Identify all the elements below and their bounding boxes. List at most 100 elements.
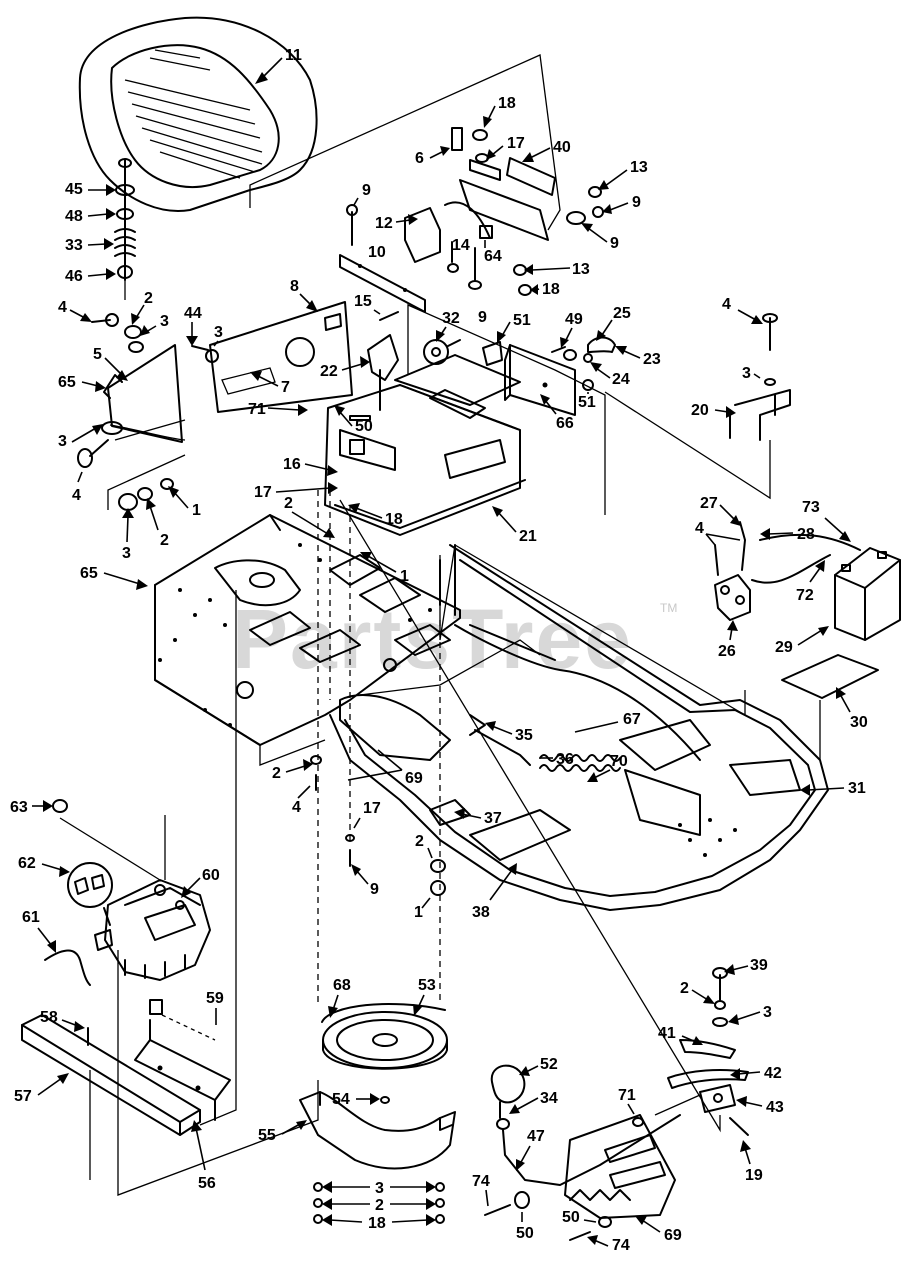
callout-label: 5 <box>93 346 102 363</box>
callout-34: 34 <box>509 1090 558 1114</box>
callout-19: 19 <box>740 1140 763 1184</box>
detail-62 <box>67 862 113 926</box>
callout-2: 2 <box>284 495 335 538</box>
callout-2: 2 <box>322 1197 436 1214</box>
callout-28: 28 <box>760 526 815 543</box>
callout-label: 15 <box>354 293 372 310</box>
callout-67: 67 <box>574 711 641 733</box>
callout-15: 15 <box>354 293 381 315</box>
bolt-39-head <box>712 967 728 979</box>
callout-6: 6 <box>415 146 450 167</box>
callout-61: 61 <box>22 909 56 953</box>
callout-45: 45 <box>65 181 116 198</box>
callout-60: 60 <box>181 867 220 898</box>
callout-57: 57 <box>14 1073 69 1105</box>
cable-73 <box>759 533 861 551</box>
callout-label: 26 <box>718 643 736 660</box>
callout-label: 68 <box>333 977 351 994</box>
callout-13: 13 <box>524 261 590 278</box>
callout-21: 21 <box>492 506 537 545</box>
callout-label: 22 <box>320 363 338 380</box>
callout-label: 2 <box>284 495 293 512</box>
hub-54 <box>380 1096 390 1104</box>
callout-label: 1 <box>192 502 201 519</box>
lever-47 <box>502 1114 681 1186</box>
bracket-43 <box>699 1084 736 1113</box>
bolt-74b <box>569 1231 591 1241</box>
callout-label: 69 <box>664 1227 682 1244</box>
callout-43: 43 <box>736 1096 784 1116</box>
callout-label: 17 <box>254 484 272 501</box>
callout-label: 65 <box>80 565 98 582</box>
callout-51: 51 <box>497 312 531 343</box>
callout-58: 58 <box>40 1009 85 1032</box>
callout-3: 3 <box>742 365 761 382</box>
hardware-upper <box>346 129 604 321</box>
callout-label: 25 <box>613 305 631 322</box>
callout-23: 23 <box>615 346 661 368</box>
fender-plate <box>209 301 353 413</box>
callout-label: 9 <box>362 182 371 199</box>
callout-label: 19 <box>745 1167 763 1184</box>
callout-74: 74 <box>472 1173 490 1207</box>
rod-link <box>654 1094 701 1116</box>
callout-22: 22 <box>320 356 370 380</box>
callout-37: 37 <box>454 808 502 827</box>
callout-label: 42 <box>764 1065 782 1082</box>
callout-label: 4 <box>58 299 67 316</box>
callout-label: 2 <box>375 1197 384 1214</box>
callout-label: 2 <box>160 532 169 549</box>
callout-label: 32 <box>442 310 460 327</box>
callout-18: 18 <box>322 1214 436 1232</box>
callout-label: 71 <box>248 401 266 418</box>
bracket-69 <box>564 1114 676 1219</box>
callout-33: 33 <box>65 237 114 254</box>
callout-label: 39 <box>750 957 768 974</box>
bolt-74 <box>484 1204 511 1216</box>
callout-label: 30 <box>850 714 868 731</box>
callout-label: 43 <box>766 1099 784 1116</box>
callout-label: 37 <box>484 810 502 827</box>
callout-label: 66 <box>556 415 574 432</box>
callout-label: 2 <box>144 290 153 307</box>
callout-24: 24 <box>590 362 630 388</box>
switch-51 <box>482 341 503 366</box>
callout-label: 3 <box>375 1180 384 1197</box>
callout-label: 58 <box>40 1009 58 1026</box>
callout-48: 48 <box>65 208 116 225</box>
callout-4: 4 <box>72 471 83 504</box>
callout-64: 64 <box>484 240 502 265</box>
callout-71: 71 <box>618 1087 636 1115</box>
solenoid-26 <box>714 521 751 621</box>
assembly-outline-long <box>339 499 721 1133</box>
callout-18: 18 <box>483 95 516 128</box>
callout-54: 54 <box>332 1091 380 1108</box>
callout-44: 44 <box>184 305 202 346</box>
assembly-outline-seat <box>249 54 561 231</box>
callout-label: 71 <box>618 1087 636 1104</box>
bolt-4-right-head <box>762 313 778 323</box>
hardware-center <box>310 755 446 896</box>
lever-41 <box>679 1039 736 1059</box>
spacer-56 <box>149 999 163 1015</box>
callout-label: 44 <box>184 305 202 322</box>
callout-2: 2 <box>680 980 715 1004</box>
callout-4: 4 <box>292 785 311 816</box>
callout-39: 39 <box>724 957 768 975</box>
callout-label: 62 <box>18 855 36 872</box>
callout-50: 50 <box>334 405 373 435</box>
callout-label: 20 <box>691 402 709 419</box>
callout-47: 47 <box>516 1128 545 1171</box>
callout-40: 40 <box>522 139 571 162</box>
callout-label: 6 <box>415 150 424 167</box>
callout-label: 3 <box>122 545 131 562</box>
callout-25: 25 <box>596 305 631 341</box>
callout-label: 18 <box>368 1215 386 1232</box>
callout-label: 51 <box>578 394 596 411</box>
callout-label: 73 <box>802 499 820 516</box>
callout-label: 53 <box>418 977 436 994</box>
callout-label: 57 <box>14 1088 32 1105</box>
callout-2: 2 <box>272 759 313 782</box>
callout-label: 2 <box>272 765 281 782</box>
